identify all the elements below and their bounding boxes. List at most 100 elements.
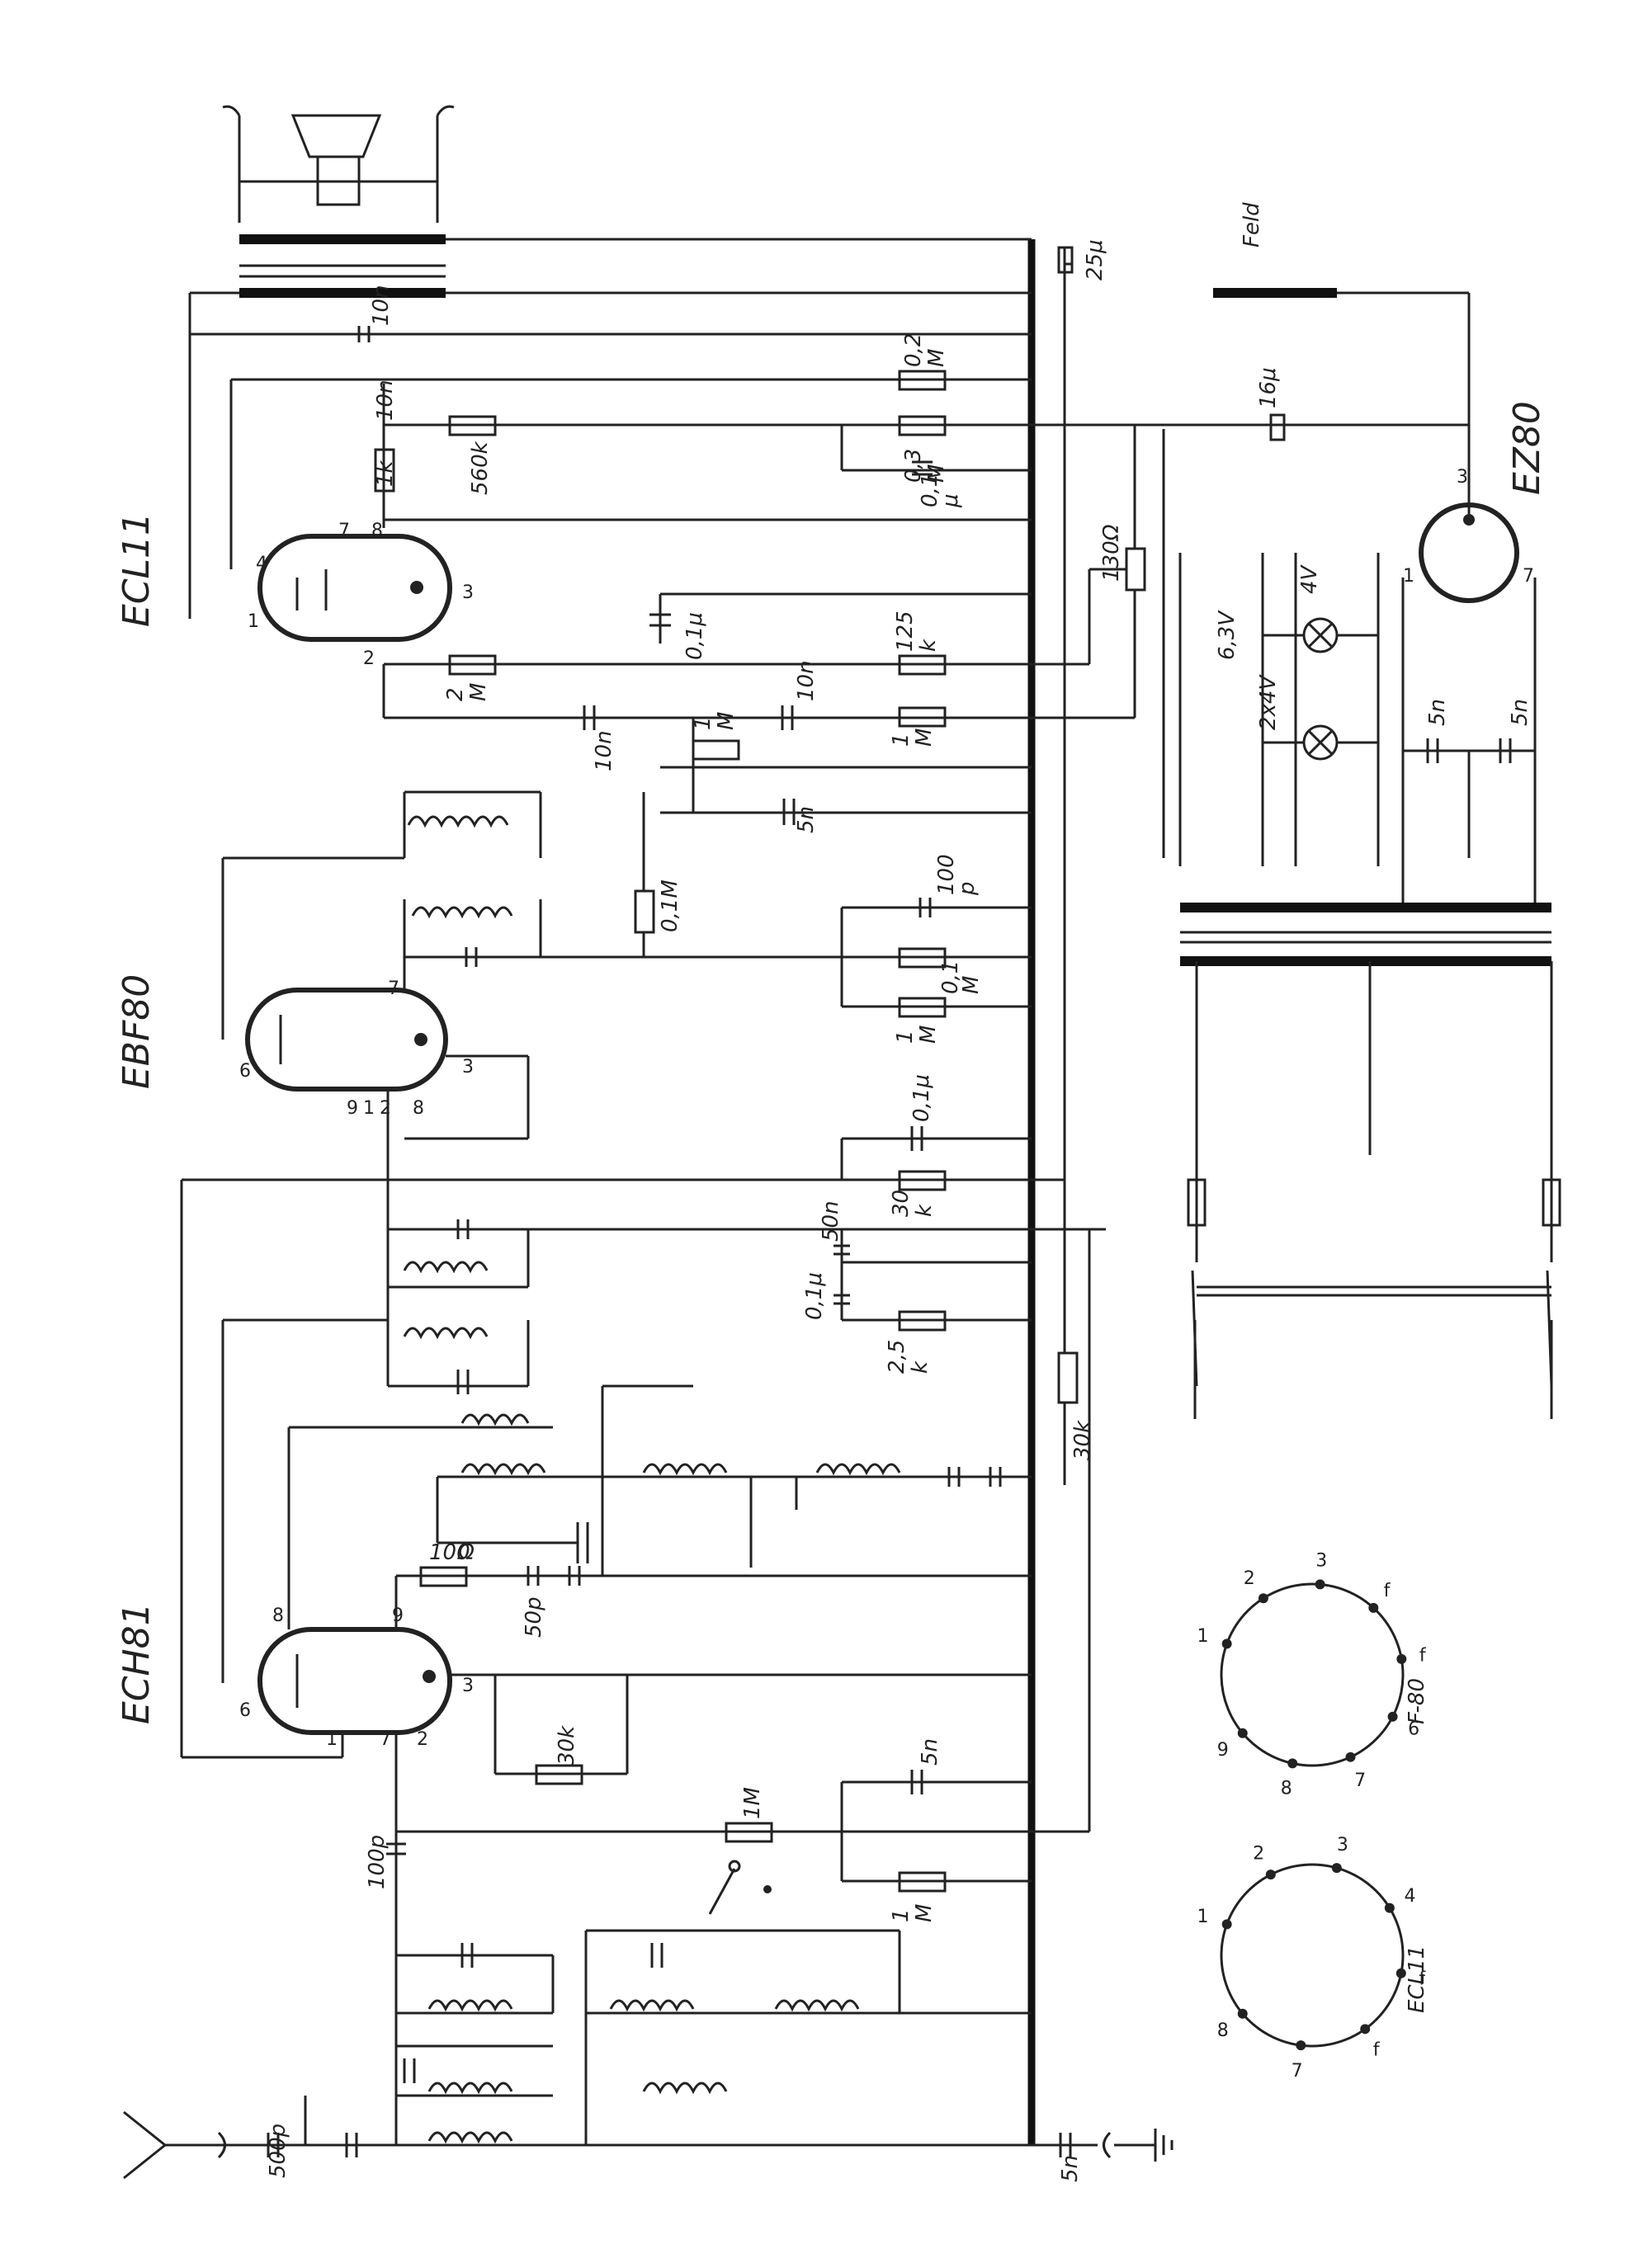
ebf80-pin-7: 7 (388, 978, 399, 999)
pin-number: 4 (1404, 1886, 1415, 1907)
ecl11-pin-8: 8 (371, 521, 383, 541)
c01u-b-label: 0,1μ (909, 1074, 934, 1122)
pin-dot (1237, 1728, 1248, 1738)
feld-label: Feld (1240, 202, 1264, 248)
c100p-label: 100 (934, 854, 959, 895)
c10n-top-label: 10n (369, 285, 394, 326)
r560k-label: 560k (468, 441, 493, 495)
ez80-pin-7: 7 (1523, 566, 1534, 587)
c50n-label: 50n (819, 1200, 843, 1242)
pin-number: 7 (1292, 2061, 1303, 2082)
ecl11-pin-2: 2 (363, 648, 375, 669)
pot1m2-b-label: M (912, 728, 937, 747)
r03m-a-label: 0,3 (901, 449, 926, 483)
c5n-b-label: 5n (1425, 699, 1450, 726)
pin-dot (1221, 1919, 1232, 1930)
r1m-a-label: 1 (893, 1030, 918, 1044)
c5n-d-label: 5n (918, 1738, 942, 1766)
pin-number: 2 (1253, 1843, 1264, 1864)
pin-dot (1287, 1758, 1298, 1769)
ecl11-tube (257, 534, 452, 642)
r02m-b-label: M (924, 349, 949, 367)
speaker-section (190, 105, 1032, 298)
v2x4-label: 2x4V (1256, 674, 1281, 730)
v63-label: 6,3V (1215, 610, 1240, 660)
power-supply (1162, 429, 1561, 1419)
c01u-label: 0,1μ (682, 612, 707, 660)
ech81-label: ECH81 (116, 1602, 158, 1724)
pin-number: 9 (1217, 1740, 1229, 1761)
ez80-label: EZ80 (1506, 401, 1548, 495)
pin-dot (1396, 1653, 1407, 1664)
ebf80-pin-8: 8 (413, 1098, 424, 1119)
c10n-b-label: 10n (373, 380, 398, 421)
c16u-label: 16μ (1256, 367, 1281, 408)
pin-number: 1 (1197, 1626, 1208, 1647)
r30k-c-label: 30k (1070, 1420, 1095, 1460)
pin-diagram-ecl11 (1220, 1863, 1405, 2048)
c01u-m-a-label: 0,1 (918, 474, 942, 507)
r2m-a-label: 2 (443, 687, 468, 701)
ecl11-pin-4: 4 (256, 554, 267, 574)
r30k-a-label: 30 (889, 1190, 914, 1217)
r1m-d-b-label: M (912, 1904, 937, 1922)
ech81-pin-1: 1 (326, 1729, 338, 1750)
ech81-pin-8: 8 (272, 1606, 284, 1626)
pin-number: 2 (1244, 1568, 1255, 1589)
ech81-pin-3: 3 (462, 1676, 474, 1696)
pin-number: 7 (1354, 1771, 1366, 1791)
r1m-c-label: 1M (740, 1787, 765, 1819)
r125k-b-label: k (916, 639, 941, 652)
ecl11-pin-3: 3 (462, 582, 474, 603)
ecl11-pin-diagram-label: ECL11 (1405, 1945, 1429, 2013)
c10n-d-label: 10n (794, 660, 819, 701)
r100-unit-label: Ω (457, 1540, 475, 1565)
pin-diagram-f80 (1220, 1582, 1405, 1767)
f80-label: F-80 (1405, 1678, 1429, 1724)
c50p-label: 50p (522, 1596, 546, 1638)
r125k-a-label: 125 (893, 611, 918, 652)
pin-dot (1315, 1579, 1325, 1590)
c100p-b-label: p (955, 881, 980, 896)
pin-dot (1396, 1968, 1406, 1978)
pin-dot (1296, 2040, 1306, 2051)
pin-number: 6 (1408, 1719, 1419, 1740)
v4-label: 4V (1297, 563, 1322, 594)
ez80-pin-3: 3 (1457, 467, 1468, 488)
r100-label: 100 (429, 1540, 470, 1565)
pin-dot (1345, 1752, 1356, 1762)
pin-number: 1 (1197, 1907, 1208, 1927)
pin-dot (1221, 1639, 1232, 1649)
r25k-b-label: k (908, 1360, 933, 1374)
r1m-b-label: M (916, 1026, 941, 1044)
ech81-pin-9: 9 (392, 1606, 404, 1626)
pin-dot (1368, 1602, 1379, 1613)
ecl11-circuit (188, 293, 1469, 825)
c01u-m-b-label: μ (938, 493, 963, 508)
ech81-pin-6: 6 (239, 1700, 251, 1721)
ech81-pin-2: 2 (417, 1729, 428, 1750)
c25u-label: 25μ (1083, 239, 1107, 281)
c5n-a-label: 5n (794, 806, 819, 833)
pin-dot (1360, 2024, 1371, 2035)
pin-dot (1237, 2008, 1248, 2019)
pin-dot (1265, 1870, 1276, 1880)
filter-choke (1057, 246, 1471, 487)
c01u-c-label: 0,1μ (802, 1272, 827, 1320)
r25k-a-label: 2,5 (885, 1340, 909, 1374)
r01m-b-a-label: 0,1 (938, 960, 963, 994)
pin-number: f (1419, 1646, 1427, 1667)
ebf80-pin-9: 9 (347, 1098, 358, 1119)
r03m-b-label: M (924, 464, 949, 483)
r01m-label: 0,1M (658, 879, 682, 932)
pin-number: 8 (1217, 2020, 1229, 2041)
ebf80-pin-2: 2 (380, 1098, 391, 1119)
ecl11-pin-1: 1 (248, 611, 259, 632)
ez80-pin-1: 1 (1403, 566, 1414, 587)
r02m-a-label: 0,2 (901, 333, 926, 367)
pin-dot (1387, 1711, 1398, 1722)
pin-dot (1384, 1903, 1395, 1913)
ebf80-circuit (180, 790, 1106, 1675)
pin-number: f (1373, 2040, 1381, 2061)
